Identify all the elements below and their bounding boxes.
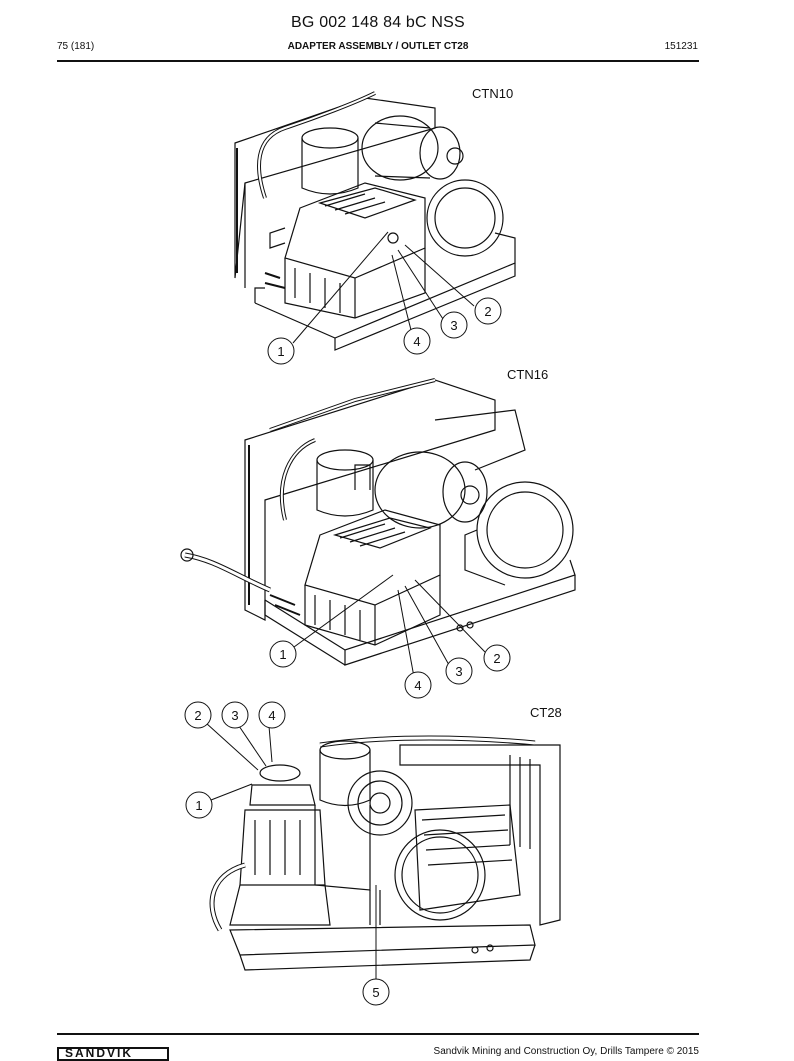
svg-text:4: 4 <box>268 708 275 723</box>
callout-ct28-1: 1 <box>185 791 213 819</box>
svg-text:2: 2 <box>493 651 500 666</box>
svg-text:3: 3 <box>450 318 457 333</box>
svg-text:1: 1 <box>195 798 202 813</box>
callout-ctn16-1: 1 <box>269 640 297 668</box>
header-rule <box>57 60 699 62</box>
callout-ctn10-3: 3 <box>440 311 468 339</box>
callout-ctn16-4: 4 <box>404 671 432 699</box>
model-label-ctn16: CTN16 <box>507 367 549 382</box>
model-label-ctn10: CTN10 <box>472 86 514 101</box>
svg-text:2: 2 <box>484 304 491 319</box>
callout-ct28-5: 5 <box>362 978 390 1006</box>
svg-text:1: 1 <box>277 344 284 359</box>
callout-ctn10-2: 2 <box>474 297 502 325</box>
svg-text:5: 5 <box>372 985 379 1000</box>
date-code: 151231 <box>664 41 698 52</box>
callout-ct28-3: 3 <box>221 701 249 729</box>
document-title: BG 002 148 84 bC NSS <box>291 14 465 31</box>
callout-ctn10-1: 1 <box>267 337 295 365</box>
footer-copyright: Sandvik Mining and Construction Oy, Dril… <box>433 1046 699 1057</box>
compressor-drawing-ct28 <box>209 735 561 971</box>
callout-ct28-2: 2 <box>184 701 212 729</box>
compressor-drawing-ctn10 <box>234 91 516 351</box>
callout-ct28-4: 4 <box>258 701 286 729</box>
svg-text:3: 3 <box>231 708 238 723</box>
callout-ctn16-2: 2 <box>483 644 511 672</box>
sandvik-logo: SANDVIK <box>57 1046 169 1061</box>
compressor-drawing-ctn16 <box>180 378 576 666</box>
svg-text:4: 4 <box>414 678 421 693</box>
callout-ctn16-3: 3 <box>445 657 473 685</box>
svg-text:4: 4 <box>413 334 420 349</box>
callout-ctn10-4: 4 <box>403 327 431 355</box>
svg-text:1: 1 <box>279 647 286 662</box>
page-number: 75 (181) <box>57 41 95 52</box>
logo-text: SANDVIK <box>65 1046 134 1060</box>
svg-text:2: 2 <box>194 708 201 723</box>
footer-rule <box>57 1033 699 1035</box>
model-label-ct28: CT28 <box>530 705 562 720</box>
section-title: ADAPTER ASSEMBLY / OUTLET CT28 <box>287 41 469 52</box>
svg-text:3: 3 <box>455 664 462 679</box>
